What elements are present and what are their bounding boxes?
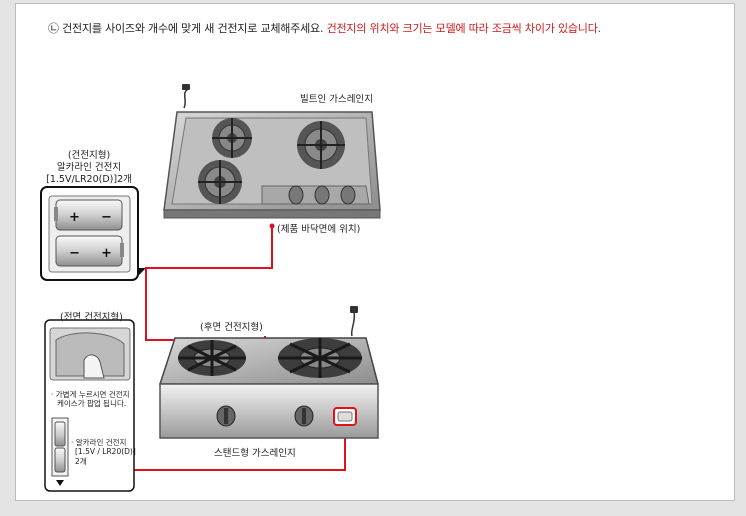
battery-spec-label: [1.5V/LR20(D)]2개 bbox=[46, 174, 132, 185]
knob-icon bbox=[340, 185, 356, 205]
knob-icon bbox=[216, 405, 236, 427]
instruction-text: ㉡ 건전지를 사이즈와 개수에 맞게 새 건전지로 교체해주세요. 건전지의 위… bbox=[48, 20, 601, 36]
builtin-range bbox=[163, 84, 381, 219]
burner-icon bbox=[297, 121, 345, 169]
minus-sign: − bbox=[69, 246, 80, 261]
battery-type-label: (건전지형) bbox=[67, 150, 111, 161]
battery-kind-label: 알카라인 건전지 bbox=[56, 162, 122, 173]
plus-sign: + bbox=[101, 246, 112, 261]
popup-note-line1: · 가볍게 누르시면 건전지 bbox=[51, 390, 130, 399]
front-battery-spec: · 알카라인 건전지 [1.5V / LR20(D)] 2개 bbox=[71, 438, 136, 466]
builtin-location-label: (제품 바닥면에 위치) bbox=[277, 224, 361, 235]
popup-note-line2: 케이스가 팝업 됩니다. bbox=[57, 399, 127, 409]
power-cord-icon bbox=[350, 311, 356, 337]
front-battery-line3: 2개 bbox=[75, 456, 87, 466]
battery-callout bbox=[40, 186, 146, 281]
hand-icon bbox=[83, 354, 105, 379]
minus-sign: − bbox=[101, 210, 112, 225]
front-battery-callout bbox=[44, 319, 135, 492]
standing-title: 스탠드형 가스레인지 bbox=[214, 448, 296, 459]
instruction-main: 건전지를 사이즈와 개수에 맞게 새 건전지로 교체해주세요. bbox=[62, 22, 324, 35]
front-battery-title: (전면 건전지형) bbox=[60, 312, 123, 323]
burner-icon bbox=[278, 338, 362, 378]
instruction-note: 건전지의 위치와 크기는 모델에 따라 조금씩 차이가 있습니다. bbox=[326, 22, 602, 35]
knob-icon bbox=[314, 185, 330, 205]
builtin-title: 빌트인 가스레인지 bbox=[300, 94, 373, 105]
power-cord-icon bbox=[183, 87, 191, 109]
popup-note: · 가볍게 누르시면 건전지 케이스가 팝업 됩니다. bbox=[51, 390, 130, 409]
plus-sign: + bbox=[69, 210, 80, 225]
burner-icon bbox=[178, 340, 246, 376]
burner-icon bbox=[212, 118, 252, 158]
knob-icon bbox=[294, 405, 314, 427]
battery-cell bbox=[55, 235, 123, 267]
knob-icon bbox=[288, 185, 304, 205]
burner-icon bbox=[198, 160, 242, 204]
rear-battery-label: (후면 건전지형) bbox=[200, 322, 263, 333]
front-battery-line1: · 알카라인 건전지 bbox=[71, 438, 127, 447]
standing-range bbox=[158, 306, 379, 439]
front-battery-line2: [1.5V / LR20(D)] bbox=[75, 447, 136, 457]
battery-cell bbox=[55, 199, 123, 231]
step-marker: ㉡ bbox=[48, 22, 59, 35]
